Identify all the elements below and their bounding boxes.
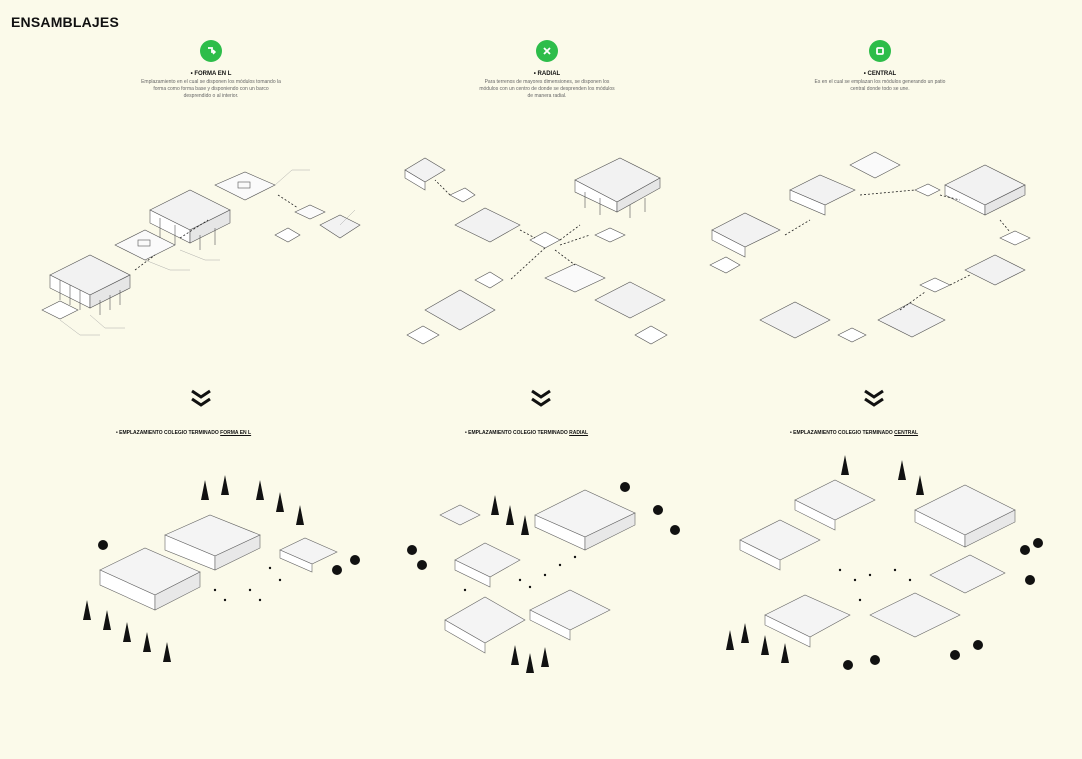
chevron-down-icon	[530, 388, 552, 408]
column-central: • CENTRAL Es en el cual se emplazan los …	[750, 40, 1010, 93]
column-title: • RADIAL	[417, 71, 677, 77]
l-shape-assembly-diagram	[30, 150, 380, 350]
central-assembly-diagram	[700, 140, 1070, 365]
central-site-render	[720, 455, 1060, 695]
chevron-down-icon	[863, 388, 885, 408]
column-l-shape: • FORMA EN L Emplazamiento en el cual se…	[81, 40, 341, 100]
column-title: • CENTRAL	[750, 71, 1010, 77]
site-title-central: • EMPLAZAMIENTO COLEGIO TERMINADO CENTRA…	[790, 430, 918, 436]
l-shape-site-render	[75, 460, 375, 690]
site-title-radial: • EMPLAZAMIENTO COLEGIO TERMINADO RADIAL	[465, 430, 588, 436]
column-radial: • RADIAL Para terrenos de mayores dimens…	[417, 40, 677, 100]
site-title-l-shape: • EMPLAZAMIENTO COLEGIO TERMINADO FORMA …	[116, 430, 251, 436]
radial-site-render	[400, 475, 700, 705]
site-title-prefix: • EMPLAZAMIENTO COLEGIO TERMINADO	[790, 430, 894, 436]
page-title: ENSAMBLAJES	[11, 14, 119, 30]
site-title-prefix: • EMPLAZAMIENTO COLEGIO TERMINADO	[116, 430, 220, 436]
column-description: Es en el cual se emplazan los módulos ge…	[810, 79, 950, 93]
column-description: Para terrenos de mayores dimensiones, se…	[477, 79, 617, 100]
site-title-name: RADIAL	[569, 430, 588, 436]
radial-icon	[536, 40, 558, 62]
l-shape-icon	[200, 40, 222, 62]
central-icon	[869, 40, 891, 62]
chevron-down-icon	[190, 388, 212, 408]
site-title-prefix: • EMPLAZAMIENTO COLEGIO TERMINADO	[465, 430, 569, 436]
column-title: • FORMA EN L	[81, 71, 341, 77]
radial-assembly-diagram	[395, 140, 695, 365]
column-description: Emplazamiento en el cual se disponen los…	[141, 79, 281, 100]
site-title-name: CENTRAL	[894, 430, 918, 436]
site-title-name: FORMA EN L	[220, 430, 251, 436]
